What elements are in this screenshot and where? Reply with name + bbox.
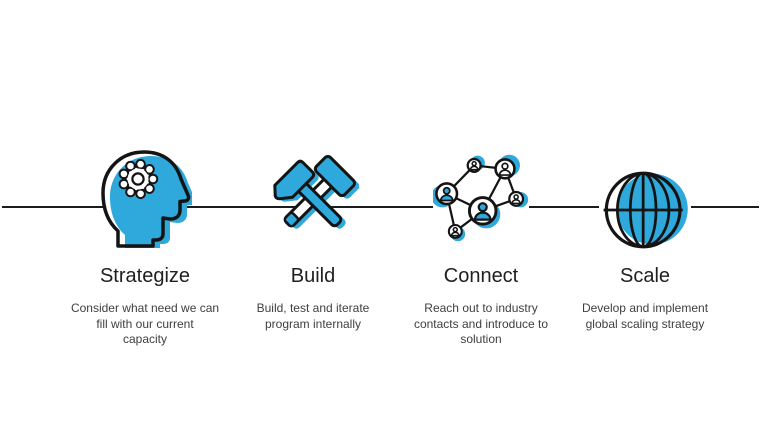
people-network-icon	[391, 150, 571, 246]
step-title: Scale	[619, 265, 671, 287]
timeline-line	[2, 206, 759, 208]
step-title: Strategize	[99, 265, 191, 287]
step-strategize: Strategize Consider what need we can fil…	[55, 150, 235, 348]
step-description: Reach out to industry contacts and intro…	[413, 301, 549, 346]
step-title: Connect	[443, 265, 519, 287]
step-description: Build, test and iterate program internal…	[256, 301, 370, 331]
globe-icon	[555, 150, 735, 256]
crossed-hammers-icon	[223, 150, 403, 246]
head-with-gear-icon	[55, 150, 235, 248]
step-build: Build Build, test and iterate program in…	[223, 150, 403, 332]
step-scale: Scale Develop and implement global scali…	[555, 150, 735, 332]
step-connect: Connect Reach out to industry contacts a…	[391, 150, 571, 348]
step-description: Develop and implement global scaling str…	[581, 301, 709, 331]
step-description: Consider what need we can fill with our …	[70, 301, 220, 346]
step-title: Build	[290, 265, 336, 287]
